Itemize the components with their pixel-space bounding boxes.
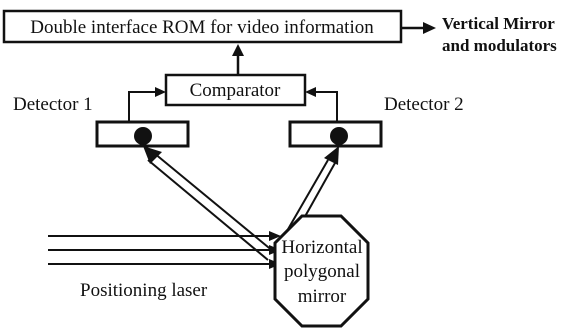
mirror-label-line3: mirror bbox=[298, 286, 347, 307]
detector2-sensor bbox=[330, 127, 348, 145]
mirror-octagon bbox=[273, 214, 370, 328]
detector1-sensor bbox=[134, 127, 152, 145]
polygonal-mirror: Horizontal polygonal mirror bbox=[273, 214, 370, 328]
rom-output-arrow bbox=[401, 22, 436, 34]
detector1-to-comparator-arrow bbox=[128, 87, 166, 122]
detector2 bbox=[288, 120, 383, 148]
comparator-box: Comparator bbox=[164, 73, 307, 107]
mirror-label-line1: Horizontal bbox=[281, 237, 362, 258]
laser-label: Positioning laser bbox=[80, 280, 208, 301]
detector2-label: Detector 2 bbox=[384, 94, 464, 115]
output-note-line2: and modulators bbox=[442, 36, 557, 55]
laser-beams bbox=[48, 231, 281, 269]
comparator-to-rom-arrow bbox=[232, 44, 244, 75]
rom-box-outline bbox=[2, 9, 403, 44]
rom-box-label: Double interface ROM for video informati… bbox=[30, 17, 374, 38]
mirror-label-line2: polygonal bbox=[284, 261, 360, 282]
output-note-line1: Vertical Mirror bbox=[442, 14, 555, 33]
comparator-label: Comparator bbox=[190, 80, 281, 101]
beam-to-detector1 bbox=[143, 146, 275, 261]
detector1 bbox=[95, 120, 190, 148]
rom-box: Double interface ROM for video informati… bbox=[2, 9, 403, 44]
detector1-label: Detector 1 bbox=[13, 94, 93, 115]
detector2-to-comparator-arrow bbox=[305, 87, 338, 122]
comparator-outline bbox=[164, 73, 307, 107]
